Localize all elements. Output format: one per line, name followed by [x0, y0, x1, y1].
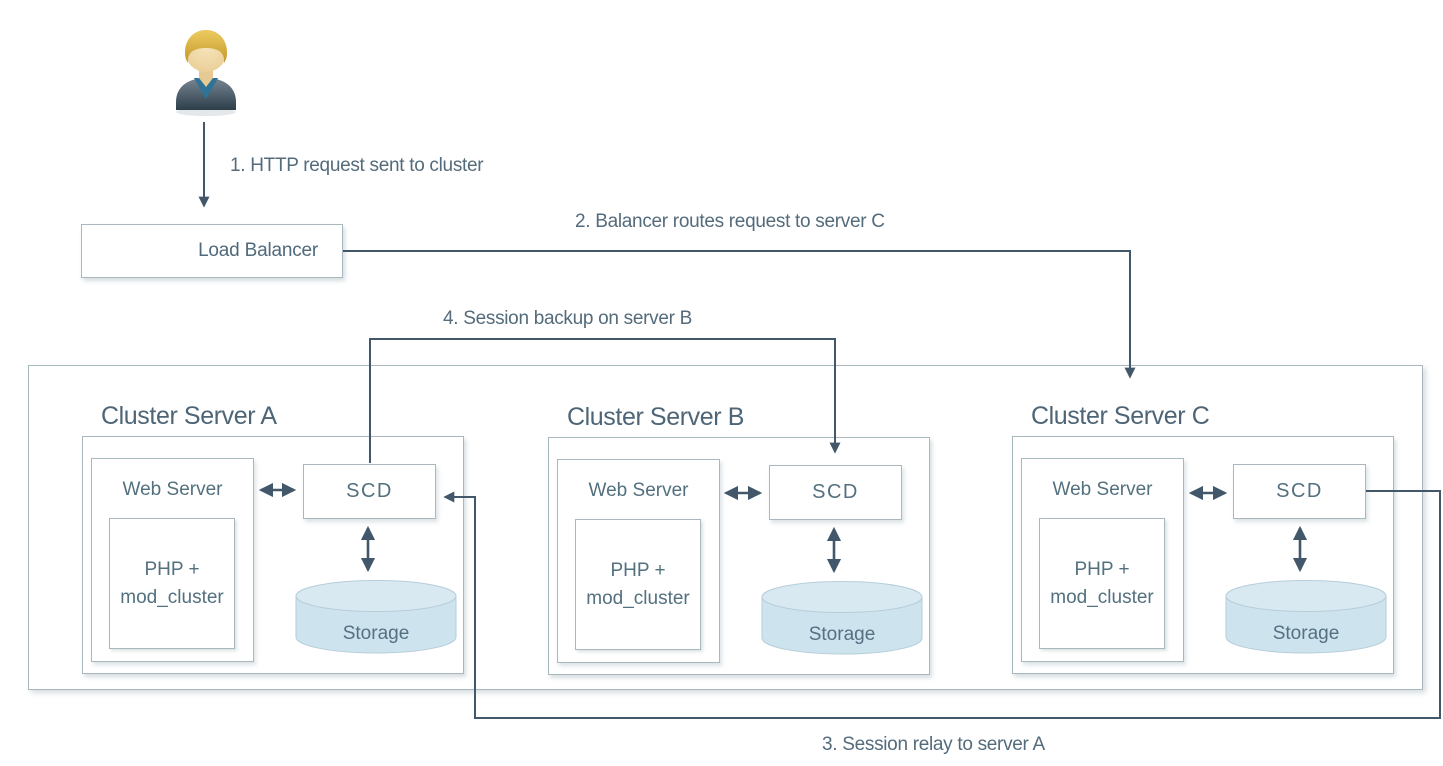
php-label-line2: mod_cluster	[586, 587, 690, 609]
php-label-line1: PHP +	[610, 559, 666, 581]
load-balancer-box: Load Balancer	[81, 224, 343, 278]
cluster-c-box: Web Server PHP + mod_cluster SCD Storage	[1012, 436, 1394, 674]
cluster-a-scd-label: SCD	[346, 480, 393, 502]
cluster-a-box: Web Server PHP + mod_cluster SCD Storage	[82, 436, 464, 674]
cluster-b-web-server-box: Web Server PHP + mod_cluster	[557, 459, 720, 663]
cluster-a-title: Cluster Server A	[101, 402, 277, 430]
cluster-c-scd-box: SCD	[1233, 464, 1366, 519]
cluster-c-storage-cylinder-icon	[1225, 580, 1387, 654]
flow-1-label: 1. HTTP request sent to cluster	[230, 155, 484, 176]
cluster-a-storage-label: Storage	[342, 623, 410, 644]
cluster-b-storage-label: Storage	[808, 624, 876, 645]
cluster-b-storage-cylinder-icon	[761, 581, 923, 655]
php-label-line1: PHP +	[144, 558, 200, 580]
cluster-b-php-modcluster-box: PHP + mod_cluster	[575, 519, 701, 650]
cluster-c-web-server-label: Web Server	[1052, 479, 1153, 500]
flow-2-label: 2. Balancer routes request to server C	[575, 211, 885, 232]
php-label-line1: PHP +	[1074, 558, 1130, 580]
cluster-a-scd-box: SCD	[303, 464, 436, 519]
flow-3-label: 3. Session relay to server A	[822, 734, 1045, 755]
cluster-a-php-modcluster-box: PHP + mod_cluster	[109, 518, 235, 649]
cluster-a-web-server-label: Web Server	[122, 479, 223, 500]
cluster-b-scd-box: SCD	[769, 465, 902, 520]
flow-4-label: 4. Session backup on server B	[443, 308, 692, 329]
php-label-line2: mod_cluster	[120, 586, 224, 608]
cluster-b-scd-label: SCD	[812, 481, 859, 503]
cluster-b-title: Cluster Server B	[567, 403, 744, 431]
cluster-a-web-server-box: Web Server PHP + mod_cluster	[91, 458, 254, 662]
user-icon	[176, 30, 236, 116]
load-balancer-label: Load Balancer	[198, 240, 318, 261]
cluster-c-scd-label: SCD	[1276, 480, 1323, 502]
cluster-server-a: Cluster Server A Web Server PHP + mod_cl…	[82, 402, 464, 674]
cluster-a-storage-cylinder-icon	[295, 580, 457, 654]
php-label-line2: mod_cluster	[1050, 586, 1154, 608]
cluster-b-web-server-label: Web Server	[588, 480, 689, 501]
cluster-c-storage-label: Storage	[1272, 623, 1340, 644]
cluster-c-php-modcluster-box: PHP + mod_cluster	[1039, 518, 1165, 649]
cluster-c-title: Cluster Server C	[1031, 402, 1210, 430]
cluster-server-c: Cluster Server C Web Server PHP + mod_cl…	[1012, 402, 1394, 674]
cluster-server-b: Cluster Server B Web Server PHP + mod_cl…	[548, 403, 930, 675]
cluster-c-web-server-box: Web Server PHP + mod_cluster	[1021, 458, 1184, 662]
cluster-b-box: Web Server PHP + mod_cluster SCD Storage	[548, 437, 930, 675]
